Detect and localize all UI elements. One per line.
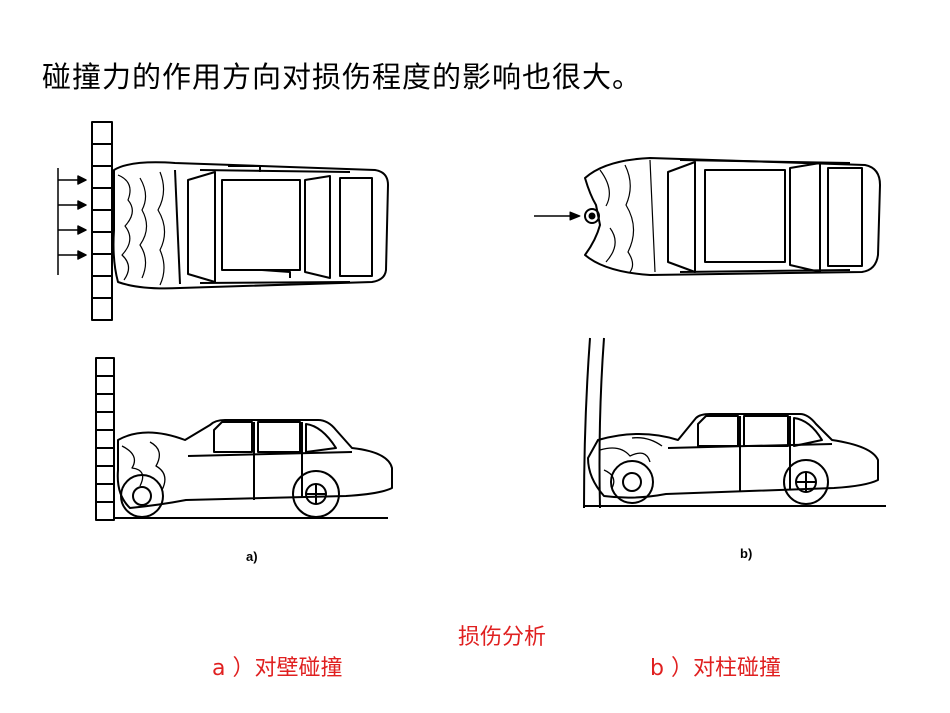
caption-wall-impact: a ）对壁碰撞 — [212, 656, 343, 681]
wall-impact-top-view — [57, 121, 389, 321]
wheel-front-a — [120, 474, 164, 518]
slide-heading: 碰撞力的作用方向对损伤程度的影响也很大。 — [42, 60, 643, 94]
figure-label-a: a) — [246, 549, 258, 564]
pole-impact-top-view — [534, 157, 881, 276]
wheel-rear-a — [292, 470, 340, 518]
crush-zone-a — [117, 171, 166, 286]
wall-impact-side-view — [95, 357, 393, 521]
wall-side — [95, 357, 115, 521]
force-arrows — [57, 168, 87, 275]
crush-zone-b — [599, 159, 656, 273]
caption-pole-impact: b ）对柱碰撞 — [650, 656, 781, 681]
figure-label-b: b) — [740, 546, 753, 561]
car-side-a — [116, 419, 393, 509]
car-side-b — [587, 413, 879, 499]
pole-side — [583, 337, 605, 509]
caption-title: 损伤分析 — [458, 625, 547, 650]
wall-top — [91, 121, 113, 321]
crush-front-a — [121, 441, 166, 491]
car-body-top-b — [584, 157, 881, 276]
wheel-front-b — [610, 460, 654, 504]
car-body-top-a — [112, 161, 389, 290]
pole-impact-side-view — [583, 337, 886, 509]
crush-front-b — [599, 437, 663, 489]
wheel-rear-b — [783, 459, 829, 505]
